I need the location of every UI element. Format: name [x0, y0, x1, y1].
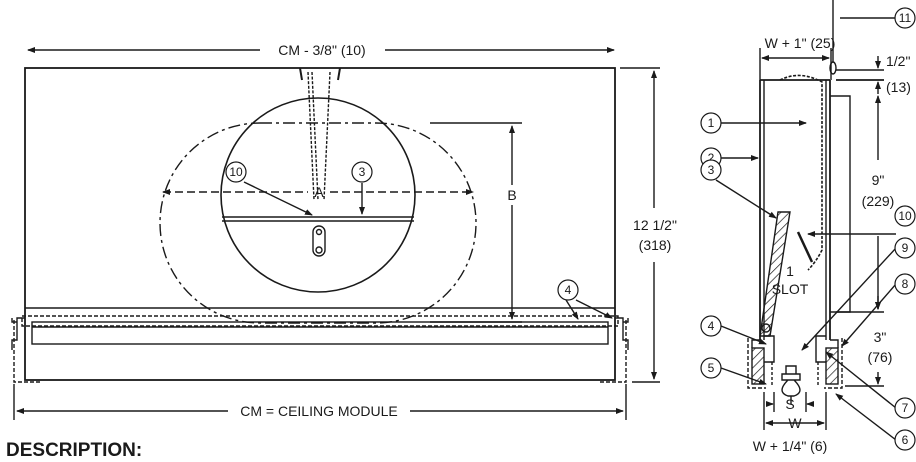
- callout-10-front: 10: [225, 161, 247, 183]
- callout-9-leader: [801, 247, 897, 351]
- left-sleeve-dashed: [747, 338, 766, 389]
- description-heading: DESCRIPTION:: [6, 440, 143, 461]
- right-sleeve-dashed: [824, 338, 843, 389]
- height-in-label: 12 1/2": [633, 217, 677, 233]
- module-width-label: CM = CEILING MODULE: [240, 403, 398, 419]
- callout-3-side: 3: [700, 159, 722, 181]
- bottom-width-label: W + 1/4" (6): [753, 438, 828, 454]
- bottom-height-in-label: 3": [874, 329, 887, 345]
- callout-4-front: 4: [557, 279, 579, 301]
- svg-text:7: 7: [902, 401, 909, 415]
- svg-text:9: 9: [902, 241, 909, 255]
- callout-9-side: 9: [894, 237, 916, 259]
- blade-pivot: [761, 323, 771, 333]
- svg-text:8: 8: [902, 277, 909, 291]
- width-w-label: W: [788, 415, 802, 431]
- svg-text:11: 11: [899, 11, 912, 25]
- top-gap-in-label: 1/2": [886, 53, 910, 69]
- svg-text:10: 10: [898, 209, 912, 223]
- top-width-label: W + 1" (25): [765, 35, 836, 51]
- housing-outline: [24, 67, 616, 381]
- callout-8-leader: [841, 283, 897, 347]
- rod-ring: [829, 61, 837, 75]
- outer-channel: [830, 95, 851, 313]
- callout-8-side: 8: [894, 273, 916, 295]
- fusible-chain: [307, 71, 331, 201]
- callout-7-leader: [825, 351, 897, 409]
- right-frame-angle: [815, 335, 839, 363]
- svg-text:5: 5: [708, 361, 715, 375]
- svg-text:6: 6: [902, 433, 909, 447]
- front-view: [11, 47, 660, 420]
- right-bracket: [615, 317, 629, 350]
- callout-5-side: 5: [700, 357, 722, 379]
- frame-inner-channel: [31, 321, 609, 345]
- svg-text:3: 3: [359, 165, 366, 179]
- callout-4-leader-a: [565, 299, 579, 320]
- callout-3-front: 3: [351, 161, 373, 183]
- callout-11-side: 11: [894, 7, 916, 29]
- frame-bottom-channel: [21, 315, 619, 327]
- callout-1-side: 1: [700, 112, 722, 134]
- svg-text:2: 2: [708, 151, 715, 165]
- svg-text:1: 1: [708, 116, 715, 130]
- callout-7-side: 7: [894, 397, 916, 419]
- right-sleeve-dash: [600, 320, 627, 383]
- svg-text:4: 4: [708, 319, 715, 333]
- mid-height-in-label: 9": [872, 172, 885, 188]
- slot-word-label: SLOT: [772, 281, 809, 297]
- round-damper: [220, 97, 416, 293]
- callout-4-leader-side: [720, 325, 767, 345]
- slot-s-label: S: [785, 396, 794, 412]
- callout-6-leader: [835, 393, 897, 441]
- bottom-height-mm-label: (76): [868, 349, 893, 365]
- link-hole-top: [315, 228, 323, 236]
- left-sleeve-hatch: [751, 347, 765, 385]
- callout-10-side: 10: [894, 205, 916, 227]
- callout-4-side: 4: [700, 315, 722, 337]
- callout-10-leader: [243, 181, 313, 216]
- svg-text:10: 10: [229, 165, 243, 179]
- overall-width-label: CM - 3/8" (10): [278, 42, 365, 58]
- svg-text:3: 3: [708, 163, 715, 177]
- fusible-link: [312, 225, 326, 257]
- dim-a-label: A: [314, 184, 324, 200]
- chain-notch: [299, 67, 341, 81]
- oval-opening-outline: [159, 122, 477, 324]
- callout-6-side: 6: [894, 429, 916, 451]
- callout-4-leader-b: [575, 299, 613, 319]
- top-gap-mm-label: (13): [886, 79, 911, 95]
- callout-5-leader: [720, 367, 767, 385]
- dim-b-label: B: [507, 187, 516, 203]
- svg-text:4: 4: [565, 283, 572, 297]
- link-hole-bottom: [315, 246, 323, 254]
- left-bracket: [11, 317, 25, 350]
- mid-height-mm-label: (229): [862, 193, 895, 209]
- side-view: [715, 0, 897, 441]
- side-fusible-link: [796, 231, 814, 263]
- left-sleeve-dash: [13, 320, 40, 383]
- callout-3-leader-side: [715, 179, 777, 219]
- height-mm-label: (318): [639, 237, 672, 253]
- spring-latch: [781, 365, 801, 397]
- slot-count-label: 1: [786, 263, 794, 279]
